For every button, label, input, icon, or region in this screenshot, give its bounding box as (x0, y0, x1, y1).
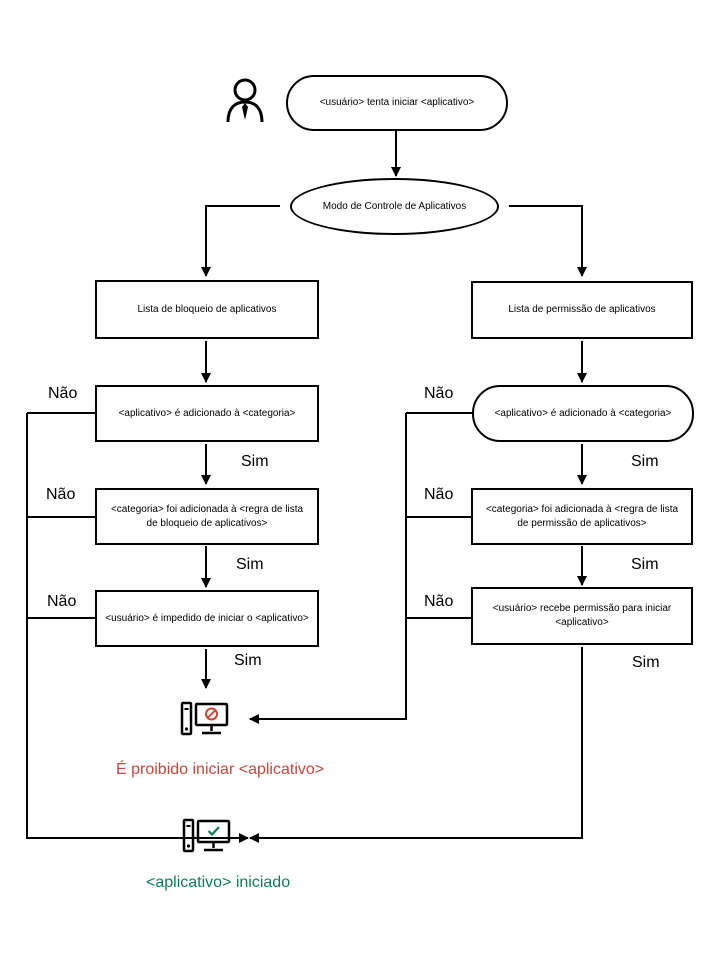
block-yes-label-3: Sim (234, 652, 262, 669)
allow-no-label-3: Não (424, 593, 454, 610)
blocklist-check1-box: <aplicativo> é adicionado à <categoria> (95, 385, 319, 442)
allowlist-title-text: Lista de permissão de aplicativos (508, 304, 656, 315)
blocklist-title-text: Lista de bloqueio de aplicativos (137, 303, 277, 315)
allow-yes-label-1: Sim (631, 453, 659, 470)
computer-allowed-icon (182, 818, 231, 853)
start-node-text: <usuário> tenta iniciar <aplicativo> (319, 97, 475, 108)
block-yes-label-2: Sim (236, 556, 264, 573)
block-no-label-3: Não (47, 593, 77, 610)
arrow-allow-yes-to-started (249, 647, 583, 843)
allowlist-check1-box: <aplicativo> é adicionado à <categoria> (472, 385, 694, 442)
blocklist-check3-box: <usuário> é impedido de iniciar o <aplic… (95, 590, 319, 647)
user-icon (226, 78, 264, 123)
arrow-allow-no-to-blocked (249, 413, 407, 724)
start-node: <usuário> tenta iniciar <aplicativo> (286, 75, 508, 131)
mode-node-text: Modo de Controle de Aplicativos (322, 200, 467, 212)
blocked-outcome-text: É proibido iniciar <aplicativo> (116, 761, 325, 778)
allow-no-label-2: Não (424, 486, 454, 503)
arrow-mode-to-allowlist (509, 205, 587, 277)
blocklist-check2-text: <categoria> foi adicionada à <regra de l… (110, 503, 304, 529)
blocklist-check1-text: <aplicativo> é adicionado à <categoria> (118, 407, 296, 419)
allow-no-label-1: Não (424, 385, 454, 402)
allowlist-check2-text: <categoria> foi adicionada à <regra de l… (485, 503, 679, 529)
allow-yes-label-3: Sim (632, 654, 660, 671)
allow-yes-label-2: Sim (631, 556, 659, 573)
allowlist-check3-box: <usuário> recebe permissão para iniciar … (471, 587, 693, 645)
block-no-label-2: Não (46, 486, 76, 503)
allowlist-title-box: Lista de permissão de aplicativos (471, 281, 693, 339)
block-yes-label-1: Sim (241, 453, 269, 470)
mode-node: Modo de Controle de Aplicativos (290, 178, 499, 235)
blocklist-check2-box: <categoria> foi adicionada à <regra de l… (95, 488, 319, 545)
arrow-block-no-to-started (26, 413, 249, 843)
allowlist-check2-box: <categoria> foi adicionada à <regra de l… (471, 488, 693, 545)
block-no-label-1: Não (48, 385, 78, 402)
allowlist-check1-text: <aplicativo> é adicionado à <categoria> (494, 407, 672, 419)
blocklist-title-box: Lista de bloqueio de aplicativos (95, 280, 319, 339)
allowlist-check3-text: <usuário> recebe permissão para iniciar … (492, 603, 672, 628)
blocklist-check3-text: <usuário> é impedido de iniciar o <aplic… (105, 612, 309, 624)
arrow-mode-to-blocklist (201, 205, 280, 277)
started-outcome-text: <aplicativo> iniciado (146, 874, 291, 891)
computer-blocked-icon (180, 701, 229, 736)
